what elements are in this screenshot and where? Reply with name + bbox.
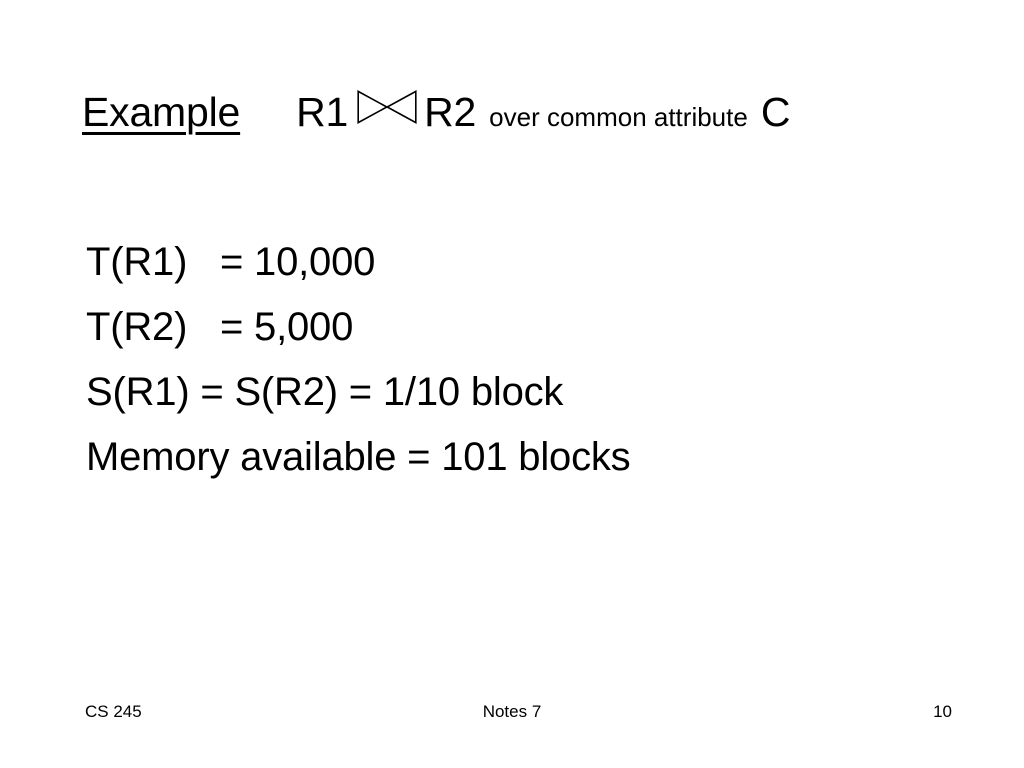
footer-notes-label: Notes 7: [482, 702, 542, 721]
body-line-t-r1: T(R1) = 10,000: [86, 240, 376, 284]
title-heading-example: Example: [82, 89, 241, 135]
slide-title: Example R1 R2 over common attribute C: [82, 89, 982, 148]
title-relation-left: R1: [296, 89, 349, 135]
body-line-s-r1-s-r2: S(R1) = S(R2) = 1/10 block: [86, 370, 564, 414]
body-line-memory-available: Memory available = 101 blocks: [86, 435, 631, 479]
slide-footer: CS 245 Notes 7 10: [0, 702, 1024, 732]
natural-join-bowtie-icon: [357, 90, 417, 124]
footer-page-number: 10: [933, 702, 952, 721]
title-qualifier: over common attribute: [489, 102, 748, 132]
title-relation-right: R2: [424, 89, 477, 135]
title-attribute: C: [760, 89, 791, 135]
body-content: T(R1) = 10,000 T(R2) = 5,000 S(R1) = S(R…: [86, 230, 946, 490]
body-line-t-r2: T(R2) = 5,000: [86, 305, 354, 349]
footer-course-label: CS 245: [85, 702, 142, 721]
